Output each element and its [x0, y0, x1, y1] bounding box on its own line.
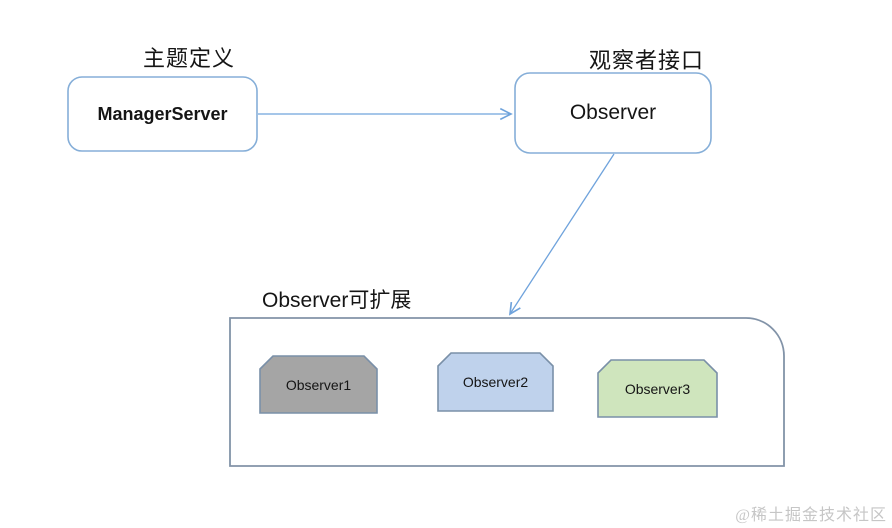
observer3-label: Observer3: [624, 380, 691, 397]
observer1-shape: [259, 355, 378, 414]
interface-to-container-arrow: [508, 153, 615, 316]
subject-label: 主题定义: [143, 46, 236, 71]
observer2-label: Observer2: [462, 374, 529, 390]
observer-box: [514, 72, 712, 154]
interface-label: 观察者接口: [589, 48, 705, 73]
observer1-label: Observer1: [285, 376, 352, 393]
watermark-text: @稀土掘金技术社区: [735, 507, 887, 524]
observer2-shape: [437, 352, 554, 412]
observer3-shape: [597, 359, 718, 418]
manager-server-text: ManagerServer: [97, 103, 228, 124]
observer-text: Observer: [569, 101, 657, 124]
manager-server-box: [67, 76, 258, 152]
container-label: Observer可扩展: [262, 289, 412, 312]
